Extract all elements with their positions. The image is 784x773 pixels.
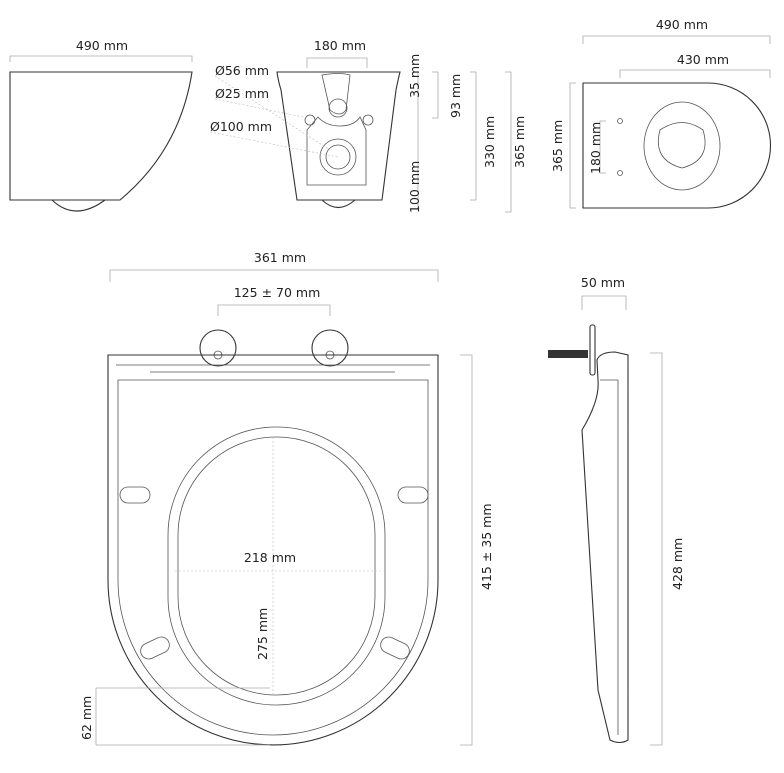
top-inner-label: 430 mm bbox=[677, 52, 729, 67]
seat-width-label: 361 mm bbox=[254, 250, 306, 265]
height-365-label: 365 mm bbox=[512, 116, 527, 168]
height-100-label: 100 mm bbox=[407, 161, 422, 213]
front-view: 180 mm Ø56 mm Ø25 mm Ø100 mm 35 mm 93 mm… bbox=[209, 38, 527, 213]
dia-25-label: Ø25 mm bbox=[215, 86, 269, 101]
side-width-label: 490 mm bbox=[76, 38, 128, 53]
front-offset-label: 62 mm bbox=[79, 696, 94, 740]
opening-width-label: 218 mm bbox=[244, 550, 296, 565]
hinge-spacing-label: 125 ± 70 mm bbox=[234, 285, 321, 300]
opening-length-label: 275 mm bbox=[255, 608, 270, 660]
height-93-label: 93 mm bbox=[448, 74, 463, 118]
top-width-label: 365 mm bbox=[550, 120, 565, 172]
height-35-label: 35 mm bbox=[407, 54, 422, 98]
height-330-label: 330 mm bbox=[482, 116, 497, 168]
profile-length-label: 428 mm bbox=[670, 538, 685, 590]
dia-56-label: Ø56 mm bbox=[215, 63, 269, 78]
seat-profile: 50 mm 428 mm bbox=[548, 275, 685, 746]
side-view: 490 mm bbox=[9, 38, 193, 212]
seat-length-label: 415 ± 35 mm bbox=[479, 503, 494, 590]
dia-100-label: Ø100 mm bbox=[210, 119, 272, 134]
top-view: 490 mm 430 mm 365 mm 180 mm bbox=[550, 17, 772, 209]
front-width-label: 180 mm bbox=[314, 38, 366, 53]
top-length-label: 490 mm bbox=[656, 17, 708, 32]
hole-spacing-label: 180 mm bbox=[588, 122, 603, 174]
profile-thickness-label: 50 mm bbox=[581, 275, 625, 290]
seat-view: 361 mm 125 ± 70 mm 218 mm 275 mm 415 ± 3… bbox=[79, 250, 494, 746]
